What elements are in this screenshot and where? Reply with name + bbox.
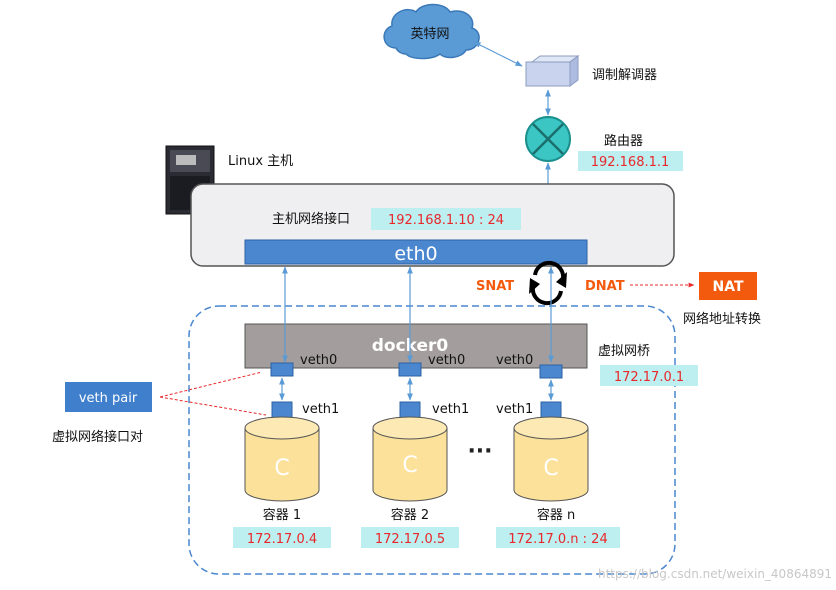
veth-pair-box bbox=[65, 382, 152, 412]
eth0-bar bbox=[244, 239, 588, 265]
veth0-port-1 bbox=[270, 362, 294, 377]
host-label: Linux 主机 bbox=[228, 154, 293, 169]
container-ip-2: 172.17.0.5 bbox=[375, 532, 445, 547]
host-nic-label: 主机网络接口 bbox=[272, 211, 350, 227]
container-name-1: 容器 1 bbox=[263, 507, 301, 523]
cylinder-body-3 bbox=[513, 428, 589, 502]
container-letter-1: C bbox=[274, 456, 289, 481]
cylinder-body-1 bbox=[244, 428, 320, 502]
container-ip-3: 172.17.0.n : 24 bbox=[508, 532, 607, 547]
container-name-2: 容器 2 bbox=[391, 507, 429, 523]
nat-box-label: NAT bbox=[712, 279, 743, 295]
veth0-label-2: veth0 bbox=[428, 353, 465, 368]
internet-modem-link bbox=[473, 41, 523, 67]
container-name-3: 容器 n bbox=[537, 507, 575, 523]
veth1-label-1: veth1 bbox=[302, 402, 339, 417]
ellipsis: ··· bbox=[467, 439, 492, 464]
veth-pair-link-top bbox=[159, 371, 263, 398]
bridge-ip-badge bbox=[600, 365, 698, 386]
refresh-icon bbox=[529, 260, 567, 306]
eth0-label: eth0 bbox=[394, 243, 437, 265]
container-2: veth0 veth1 C 容器 2 172.17.0.5 bbox=[361, 353, 469, 548]
bridge-ip: 172.17.0.1 bbox=[614, 370, 684, 385]
snat-label: SNAT bbox=[476, 279, 514, 294]
internet-cloud: 英特网 bbox=[383, 3, 480, 60]
container-ip-badge-3 bbox=[496, 527, 620, 548]
veth-pair-label: veth pair bbox=[79, 391, 138, 406]
container-ip-1: 172.17.0.4 bbox=[247, 532, 317, 547]
router-label: 路由器 bbox=[604, 133, 643, 149]
cylinder-top-1 bbox=[244, 416, 320, 440]
dnat-label: DNAT bbox=[585, 279, 625, 294]
container-ip-badge-1 bbox=[233, 527, 331, 548]
container-letter-3: C bbox=[543, 456, 558, 481]
nat-box bbox=[699, 272, 757, 300]
modem-label: 调制解调器 bbox=[592, 68, 657, 83]
internet-label: 英特网 bbox=[410, 27, 449, 42]
veth-pair-link-bottom bbox=[159, 396, 267, 416]
veth1-label-3: veth1 bbox=[496, 402, 533, 417]
container-letter-2: C bbox=[402, 453, 417, 478]
cylinder-top-2 bbox=[372, 416, 448, 440]
veth0-port-2 bbox=[398, 362, 422, 377]
bridge-caption: 虚拟网桥 bbox=[598, 344, 650, 359]
host-nic-ip: 192.168.1.10 : 24 bbox=[388, 213, 504, 228]
docker-boundary bbox=[188, 305, 676, 575]
container-ip-badge-2 bbox=[361, 527, 459, 548]
router-icon bbox=[525, 116, 571, 162]
host-nic-ip-badge bbox=[371, 208, 521, 230]
cylinder-top-3 bbox=[513, 416, 589, 440]
router-ip: 192.168.1.1 bbox=[591, 155, 670, 170]
router-ip-badge bbox=[578, 151, 683, 171]
container-n: veth0 veth1 C 容器 n 172.17.0.n : 24 bbox=[496, 353, 620, 548]
veth1-label-2: veth1 bbox=[432, 402, 469, 417]
cylinder-body-2 bbox=[372, 428, 448, 502]
modem-icon bbox=[525, 55, 580, 87]
watermark: https://blog.csdn.net/weixin_40864891 bbox=[598, 567, 832, 581]
nat-caption: 网络地址转换 bbox=[683, 311, 761, 327]
veth0-port-3 bbox=[539, 364, 563, 379]
docker0-bridge bbox=[244, 323, 588, 369]
veth0-label-1: veth0 bbox=[300, 353, 337, 368]
container-1: veth0 veth1 C 容器 1 172.17.0.4 bbox=[233, 353, 339, 548]
veth0-label-3: veth0 bbox=[496, 353, 533, 368]
veth-pair-caption: 虚拟网络接口对 bbox=[52, 429, 143, 445]
